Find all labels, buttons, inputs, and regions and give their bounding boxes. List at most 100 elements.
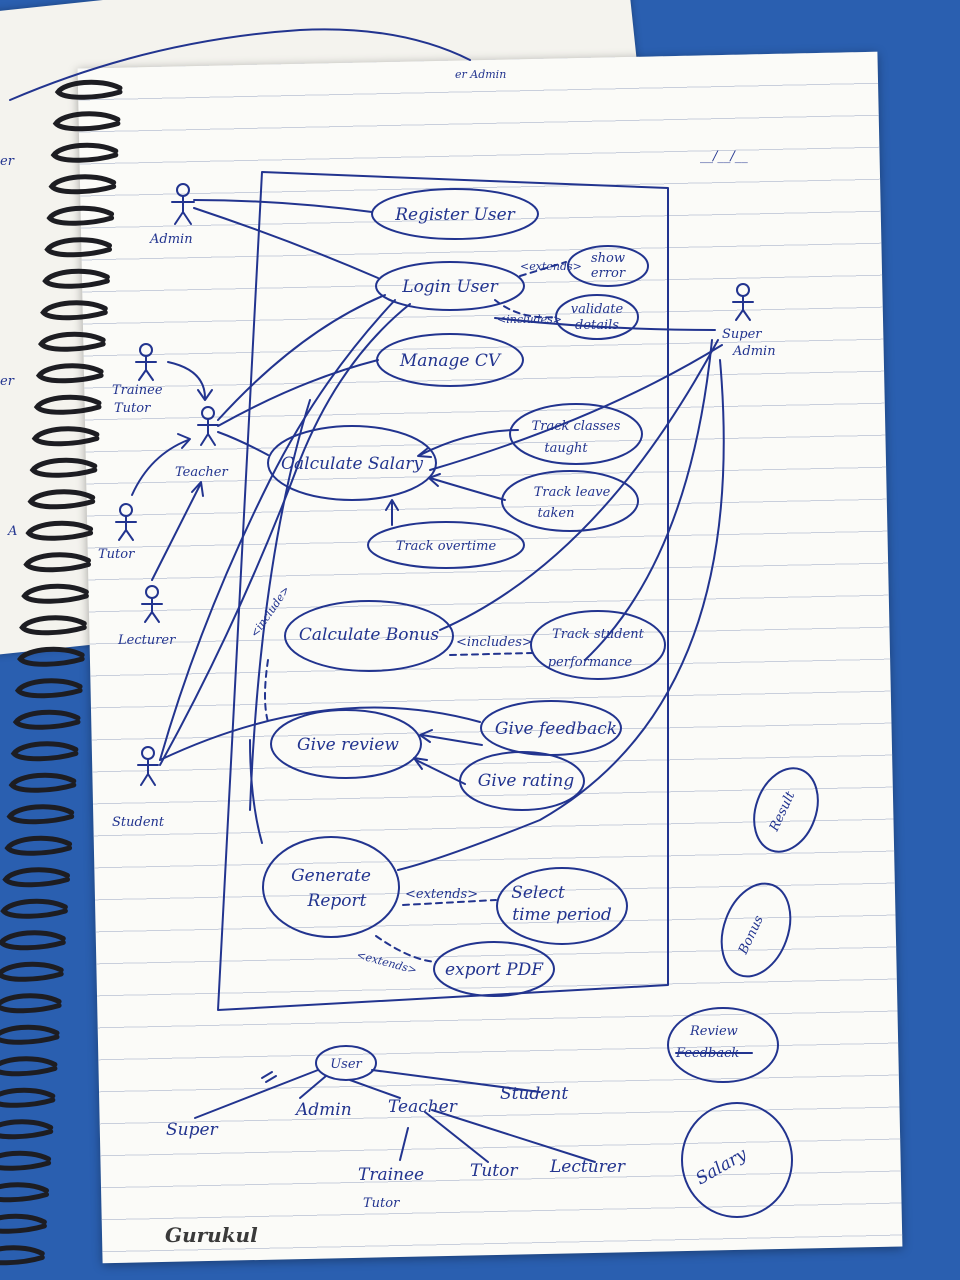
spiral-coil: [29, 457, 98, 478]
hier-admin: Admin: [294, 1100, 352, 1120]
hier-lecturer: Lecturer: [549, 1157, 626, 1177]
uc-generate-report: [262, 836, 400, 938]
spiral-coil: [0, 1087, 56, 1108]
spiral-coil: [50, 142, 119, 163]
spiral-coil: [27, 489, 96, 510]
spiral-coil: [52, 111, 121, 132]
uc-validate-details: [555, 294, 639, 340]
hier-user-circle: [315, 1045, 377, 1081]
hier-trainee-1: Trainee: [358, 1165, 424, 1185]
spiral-coil: [0, 898, 68, 919]
hier-trainee-2: Tutor: [363, 1196, 400, 1211]
spiral-coil: [0, 1056, 58, 1077]
spiral-coil: [25, 520, 94, 541]
uc-select-time-label-1: Select: [511, 883, 565, 903]
spiral-coil: [46, 205, 115, 226]
spiral-coil: [12, 709, 81, 730]
actor-super-label-2: Admin: [732, 344, 776, 359]
uc-track-classes: [509, 403, 643, 465]
actor-super-label-1: Super: [722, 327, 762, 342]
spiral-coil: [8, 772, 77, 793]
spiral-coil: [38, 331, 106, 352]
spiral-coil: [33, 394, 102, 415]
spiral-coil: [40, 300, 108, 321]
uc-track-student-label-1: Track student: [552, 627, 645, 642]
dependency-arrows: [264, 261, 567, 963]
spiral-coil: [2, 867, 70, 888]
back-sheet-text-2: er Admin: [455, 68, 506, 81]
back-sheet-text-4: A: [7, 524, 17, 539]
spiral-coil: [17, 646, 85, 667]
note-result-circle: [753, 767, 819, 853]
uc-select-time-period: [496, 867, 628, 945]
hier-teacher: Teacher: [388, 1097, 458, 1117]
uc-validate-details-label-1: validate: [571, 302, 624, 317]
spiral-coil: [42, 268, 110, 289]
spiral-coil: [54, 79, 123, 100]
back-sheet-text-3: er: [0, 374, 15, 389]
date-blank: __/__/__: [700, 149, 748, 164]
uc-login-user: [375, 261, 525, 311]
uc-register-user-label: Register User: [394, 205, 515, 225]
uc-show-error-label-1: show: [591, 251, 625, 266]
uc-track-leave: [501, 470, 639, 532]
spiral-coil: [31, 426, 100, 447]
note-salary-circle: [681, 1102, 793, 1218]
note-review-circle: [667, 1007, 779, 1083]
hier-super: Super: [166, 1120, 219, 1140]
uc-track-classes-label-2: taught: [544, 441, 588, 456]
uc-validate-details-label-2: details: [575, 318, 619, 333]
actor-teacher-label: Teacher: [175, 465, 228, 480]
rel-includes-1: <includes>: [497, 313, 562, 326]
uc-show-error: [567, 245, 649, 287]
spiral-coil: [0, 1213, 47, 1234]
actor-teacher: [197, 406, 219, 446]
uc-track-student-performance: [530, 610, 666, 680]
uc-show-error-label-2: error: [591, 266, 626, 281]
hier-student: Student: [500, 1084, 568, 1104]
actor-student-label: Student: [112, 815, 165, 830]
spiral-coil: [6, 804, 75, 825]
hier-tutor: Tutor: [470, 1161, 518, 1181]
uc-calculate-salary-label: Calculate Salary: [281, 454, 423, 474]
actor-trainee-label-2: Tutor: [114, 401, 151, 416]
actor-student: [137, 746, 159, 786]
spiral-coil: [0, 993, 62, 1014]
uc-track-overtime: [367, 521, 525, 569]
spiral-coil: [0, 1024, 60, 1045]
uc-export-pdf-label: export PDF: [445, 960, 544, 980]
actor-trainee-label-1: Trainee: [112, 383, 163, 398]
uc-generate-report-label-2: Report: [307, 891, 367, 911]
uc-track-leave-label-2: taken: [538, 506, 575, 521]
spiral-coil: [0, 1182, 49, 1203]
hierarchy-lines: [194, 1069, 596, 1163]
uc-give-review: [270, 709, 422, 779]
uc-track-leave-label-1: Track leave: [534, 485, 611, 500]
spiral-coil: [0, 1245, 45, 1266]
uc-give-feedback-label: Give feedback: [495, 719, 617, 739]
uc-track-classes-label-1: Track classes: [532, 419, 621, 434]
actor-super-admin: [732, 283, 754, 321]
spiral-coil: [35, 363, 104, 384]
rel-includes-2: <includes>: [456, 635, 533, 650]
uc-select-time-label-2: time period: [512, 905, 612, 925]
actor-admin: [171, 183, 195, 225]
actor-trainee-tutor: [135, 343, 157, 381]
back-sheet-text-1: er: [0, 154, 15, 169]
spiral-coil: [44, 237, 112, 258]
spiral-coil: [48, 174, 117, 195]
brand-logo: Gurukul: [165, 1223, 258, 1247]
uc-give-rating-label: Give rating: [478, 771, 575, 791]
uc-manage-cv-label: Manage CV: [399, 351, 502, 371]
spiral-coil: [0, 961, 64, 982]
spiral-coil: [14, 678, 83, 699]
spiral-coil: [4, 835, 73, 856]
uc-calculate-salary: [267, 425, 437, 501]
actor-tutor: [115, 503, 137, 541]
actor-lecturer-label: Lecturer: [117, 633, 176, 648]
note-review-1: Review: [689, 1024, 738, 1039]
note-bonus-circle: [720, 882, 792, 978]
rel-extends-1: <extends>: [520, 260, 582, 273]
